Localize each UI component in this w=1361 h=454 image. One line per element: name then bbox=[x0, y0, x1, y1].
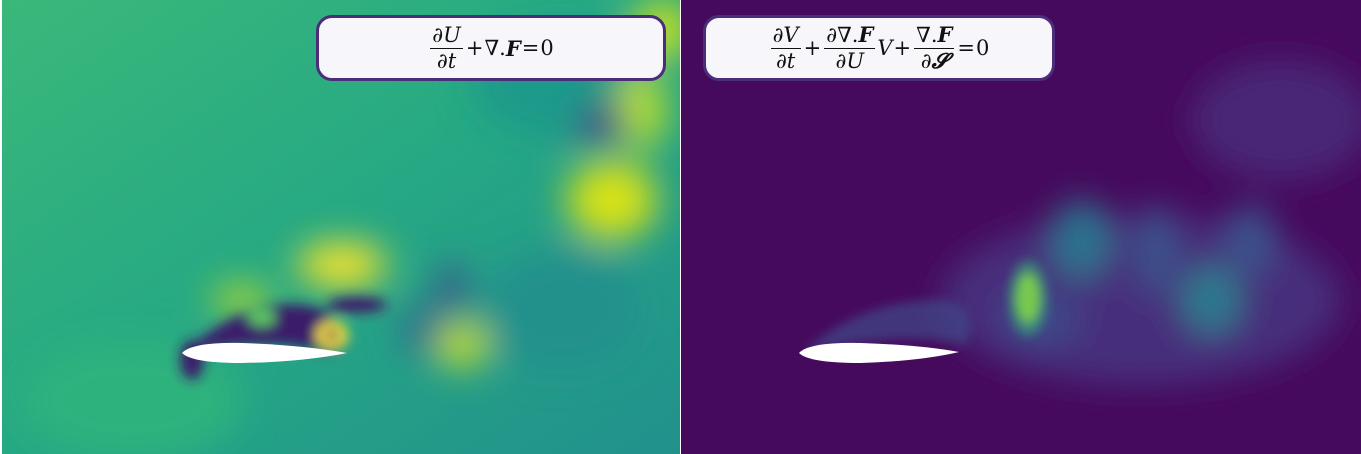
left-plus: + bbox=[465, 36, 484, 60]
right-frac3-dot: . bbox=[930, 23, 938, 48]
left-time-derivative: ∂U ∂t bbox=[430, 23, 463, 73]
right-frac3-numerator: ∇.F bbox=[914, 22, 955, 49]
right-frac1-denominator: ∂t bbox=[775, 48, 796, 73]
right-frac3-nabla: ∇ bbox=[916, 23, 931, 48]
left-airfoil bbox=[182, 342, 347, 363]
left-time-derivative-numerator: ∂U bbox=[430, 23, 463, 49]
left-equals: = bbox=[521, 36, 540, 60]
left-nabla: ∇ bbox=[484, 36, 500, 60]
right-V: V bbox=[877, 36, 893, 60]
right-frac1-numerator: ∂V bbox=[770, 23, 801, 49]
left-zero: 0 bbox=[540, 36, 554, 60]
left-flux: F bbox=[505, 35, 521, 61]
right-frac3-partial: ∂ bbox=[920, 48, 932, 73]
right-frac2-numerator: ∂∇.F bbox=[824, 22, 876, 49]
right-wake-highlights bbox=[806, 260, 1048, 352]
right-plus-1: + bbox=[803, 36, 822, 60]
left-flow-structures bbox=[22, 0, 680, 454]
right-flow-structures bbox=[941, 60, 1361, 385]
left-time-derivative-denominator: ∂t bbox=[436, 48, 457, 73]
right-frac2-flux: F bbox=[858, 22, 874, 48]
right-frac3-flux: F bbox=[937, 22, 953, 48]
left-equation-box: ∂U ∂t + ∇ . F = 0 bbox=[316, 15, 666, 81]
left-dot: . bbox=[499, 36, 506, 60]
right-frac2-nabla: ∇ bbox=[837, 23, 852, 48]
right-time-derivative: ∂V ∂t bbox=[770, 23, 801, 73]
right-plus-2: + bbox=[893, 36, 912, 60]
right-frac2-denominator: ∂U bbox=[835, 48, 865, 73]
right-frac2-partial: ∂ bbox=[826, 23, 838, 48]
left-near-wall-vortices bbox=[180, 297, 387, 380]
right-frac3-S: 𝓢 bbox=[931, 47, 948, 73]
right-frac3-denominator: ∂𝓢 bbox=[919, 49, 950, 72]
right-frac2-dot: . bbox=[851, 23, 859, 48]
right-sensitivity-term: ∇.F ∂𝓢 bbox=[914, 22, 955, 72]
right-equation-box: ∂V ∂t + ∂∇.F ∂U V + ∇.F ∂𝓢 = 0 bbox=[703, 15, 1055, 81]
right-jacobian-term: ∂∇.F ∂U bbox=[824, 22, 876, 73]
right-equals: = bbox=[957, 36, 976, 60]
right-zero: 0 bbox=[976, 36, 990, 60]
right-airfoil bbox=[799, 342, 959, 363]
